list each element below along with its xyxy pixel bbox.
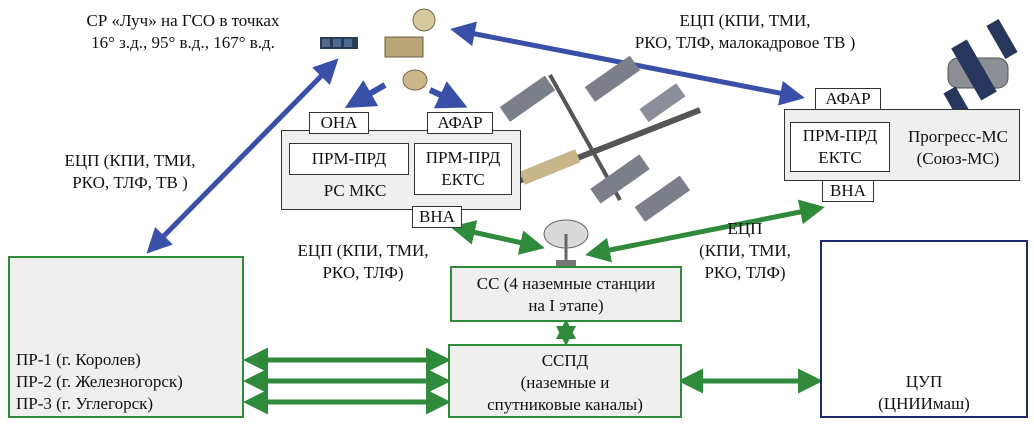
- iss-vna-label: ВНА: [412, 206, 462, 228]
- left-line2: РКО, ТЛФ, ТВ ): [72, 173, 188, 192]
- top-right-line2: РКО, ТЛФ, малокадровое ТВ ): [634, 33, 856, 52]
- top-right-line1: ЕЦП (КПИ, ТМИ,: [679, 11, 811, 30]
- luch-satellite-icon: [320, 8, 436, 91]
- label-center-link: ЕЦП (КПИ, ТМИ, РКО, ТЛФ): [278, 240, 448, 284]
- cc-line2: на I этапе): [528, 296, 604, 315]
- progress-name: Прогресс-МС (Союз-МС): [898, 126, 1018, 170]
- iss-name: РС МКС: [323, 181, 387, 200]
- progress-name-line1: Прогресс-МС: [908, 127, 1008, 146]
- progress-vna-label: ВНА: [822, 180, 874, 202]
- right-line1: ЕЦП: [727, 219, 763, 238]
- left-line1: ЕЦП (КПИ, ТМИ,: [64, 151, 196, 170]
- sspd-line1: ССПД: [541, 351, 589, 370]
- tsup-caption: ЦУП (ЦНИИмаш): [822, 371, 1026, 415]
- ground-station-pr1: ПР-1 (г. Королев): [16, 350, 141, 369]
- cc-line1: СС (4 наземные станции: [476, 274, 656, 293]
- right-line3: РКО, ТЛФ): [704, 263, 786, 282]
- label-left-link: ЕЦП (КПИ, ТМИ, РКО, ТЛФ, ТВ ): [50, 150, 210, 194]
- ground-stations-list: ПР-1 (г. Королев) ПР-2 (г. Железногорск)…: [16, 349, 236, 415]
- satellite-caption-line1: СР «Луч» на ГСО в точках: [86, 11, 280, 30]
- progress-spacecraft-icon: [943, 19, 1018, 120]
- link-satellite-afar: [428, 81, 468, 109]
- link-iss-cc: [450, 220, 545, 255]
- link-satellite-ona: [344, 80, 387, 108]
- iss-afar-label: АФАР: [427, 112, 493, 134]
- ground-station-pr2: ПР-2 (г. Железногорск): [16, 372, 183, 391]
- sspd-box: ССПД (наземные и спутниковые каналы): [448, 344, 682, 418]
- progress-afar-label: АФАР: [815, 88, 881, 110]
- progress-prm-line1: ПРМ-ПРД: [802, 126, 878, 145]
- iss-prm-prd-ektc-line2: ЕКТС: [441, 170, 485, 189]
- tsup-line1: ЦУП: [905, 372, 943, 391]
- iss-prm-prd-ektc-line1: ПРМ-ПРД: [425, 148, 501, 167]
- center-line1: ЕЦП (КПИ, ТМИ,: [297, 241, 429, 260]
- link-progress-cc: [585, 199, 825, 263]
- cc-box: СС (4 наземные станции на I этапе): [450, 266, 682, 322]
- satellite-caption: СР «Луч» на ГСО в точках 16° з.д., 95° в…: [58, 10, 308, 54]
- tsup-line2: (ЦНИИмаш): [878, 394, 970, 413]
- satellite-caption-line2: 16° з.д., 95° в.д., 167° в.д.: [91, 33, 275, 52]
- link-satellite-ground: [146, 58, 339, 254]
- iss-prm-prd-box: ПРМ-ПРД: [289, 143, 409, 175]
- sspd-line3: спутниковые каналы): [487, 395, 643, 414]
- label-right-link: ЕЦП (КПИ, ТМИ, РКО, ТЛФ): [680, 218, 810, 284]
- iss-ona-label: ОНА: [309, 112, 369, 134]
- progress-name-line2: (Союз-МС): [916, 149, 1000, 168]
- iss-prm-prd-ektc-box: ПРМ-ПРД ЕКТС: [414, 143, 512, 195]
- ground-station-pr3: ПР-3 (г. Углегорск): [16, 394, 154, 413]
- progress-prm-line2: ЕКТС: [818, 148, 862, 167]
- progress-prm-prd-ektc-box: ПРМ-ПРД ЕКТС: [790, 122, 890, 172]
- sspd-line2: (наземные и: [520, 373, 610, 392]
- ground-stations-box: [8, 256, 244, 418]
- cc-dish-antenna-icon: [543, 219, 589, 266]
- tsup-box: [820, 240, 1028, 418]
- center-line2: РКО, ТЛФ): [322, 263, 404, 282]
- label-top-right-link: ЕЦП (КПИ, ТМИ, РКО, ТЛФ, малокадровое ТВ…: [595, 10, 895, 54]
- right-line2: (КПИ, ТМИ,: [699, 241, 791, 260]
